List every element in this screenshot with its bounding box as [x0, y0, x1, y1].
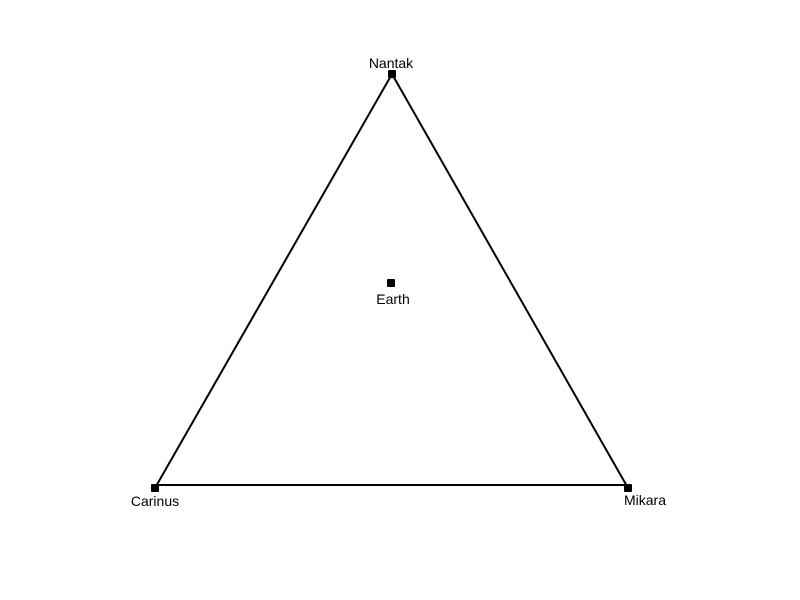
node-earth-dot: [387, 279, 395, 287]
edge-nantak-carinus: [154, 73, 393, 489]
node-nantak-dot: [388, 70, 396, 78]
node-mikara-label: Mikara: [624, 492, 666, 508]
node-nantak-label: Nantak: [369, 55, 414, 71]
node-carinus-label: Carinus: [131, 493, 179, 509]
node-earth-label: Earth: [376, 291, 409, 307]
edge-mikara-nantak: [391, 73, 629, 489]
node-carinus-dot: [151, 484, 159, 492]
node-mikara-dot: [624, 484, 632, 492]
